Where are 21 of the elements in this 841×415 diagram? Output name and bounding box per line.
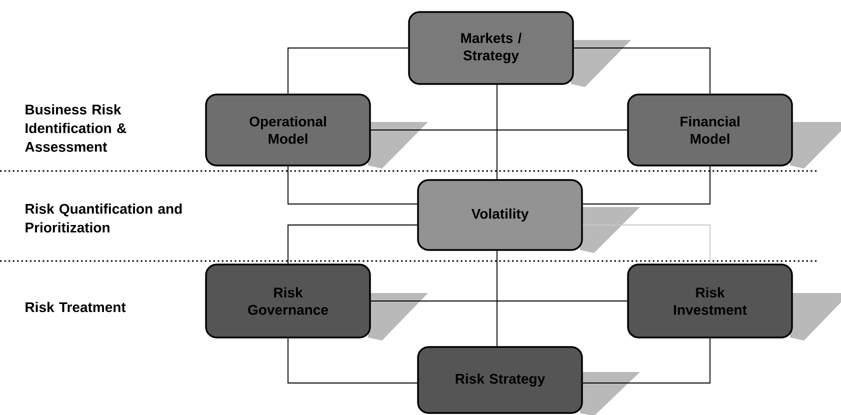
- connector-line: [288, 338, 418, 384]
- connector-line: [582, 338, 710, 384]
- rounded-box: Operational Model: [205, 94, 428, 168]
- section-label: Risk Treatment: [26, 302, 126, 312]
- connector-line: [288, 166, 418, 204]
- rounded-box: Risk Governance: [205, 264, 428, 340]
- connector-line: [573, 48, 710, 94]
- connector-line: [582, 166, 710, 204]
- connector-line: [496, 250, 498, 347]
- section-label: Risk Quantification and Prioritization: [26, 204, 182, 232]
- connector-line: [288, 224, 418, 264]
- connector-line: [582, 224, 710, 264]
- connector-line: [288, 48, 409, 94]
- rounded-box: Risk Investment: [627, 264, 841, 340]
- section-label: Business Risk Identification & Assessment: [25, 104, 126, 152]
- rounded-box: Financial Model: [627, 94, 841, 168]
- connector-line: [496, 84, 498, 180]
- rounded-box: Volatility: [417, 179, 640, 253]
- rounded-box: Risk Strategy: [417, 346, 640, 415]
- rounded-box: Markets / Strategy: [408, 11, 631, 87]
- connector-line: [370, 300, 628, 302]
